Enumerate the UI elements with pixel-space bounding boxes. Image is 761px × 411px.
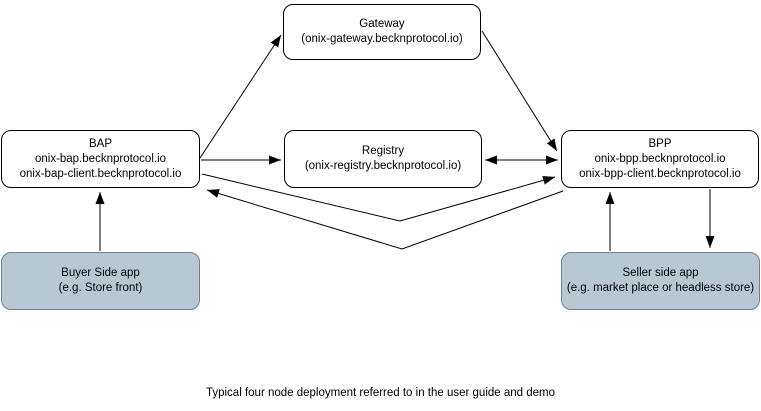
edge-bap-to-gateway — [199, 34, 282, 159]
gateway-url: (onix-gateway.becknprotocol.io) — [301, 33, 463, 45]
node-bap: BAP onix-bap.becknprotocol.io onix-bap-c… — [1, 130, 200, 188]
edge-bpp-to-bap-direct — [206, 189, 564, 250]
registry-url: (onix-registry.becknprotocol.io) — [304, 160, 462, 172]
node-bpp: BPP onix-bpp.becknprotocol.io onix-bpp-c… — [561, 130, 759, 188]
bap-url: onix-bap.becknprotocol.io — [34, 152, 167, 165]
edge-gateway-to-bpp — [481, 30, 558, 152]
node-buyer-side-app: Buyer Side app (e.g. Store front) — [1, 252, 200, 310]
seller-app-title: Seller side app — [622, 267, 699, 279]
bpp-client-url: onix-bpp-client.becknprotocol.io — [579, 167, 741, 180]
diagram-caption: Typical four node deployment referred to… — [205, 387, 556, 399]
bap-client-url: onix-bap-client.becknprotocol.io — [19, 167, 182, 180]
gateway-title: Gateway — [359, 18, 405, 30]
node-seller-side-app: Seller side app (e.g. market place or he… — [561, 252, 760, 310]
buyer-app-title: Buyer Side app — [61, 267, 140, 279]
seller-app-example: (e.g. market place or headless store) — [566, 282, 755, 294]
node-registry: Registry (onix-registry.becknprotocol.io… — [284, 130, 482, 188]
bpp-url: onix-bpp.becknprotocol.io — [594, 152, 726, 165]
registry-title: Registry — [361, 145, 405, 157]
buyer-app-example: (e.g. Store front) — [58, 282, 143, 294]
node-gateway: Gateway (onix-gateway.becknprotocol.io) — [283, 4, 481, 60]
bpp-title: BPP — [648, 137, 672, 150]
bap-title: BAP — [88, 137, 112, 150]
